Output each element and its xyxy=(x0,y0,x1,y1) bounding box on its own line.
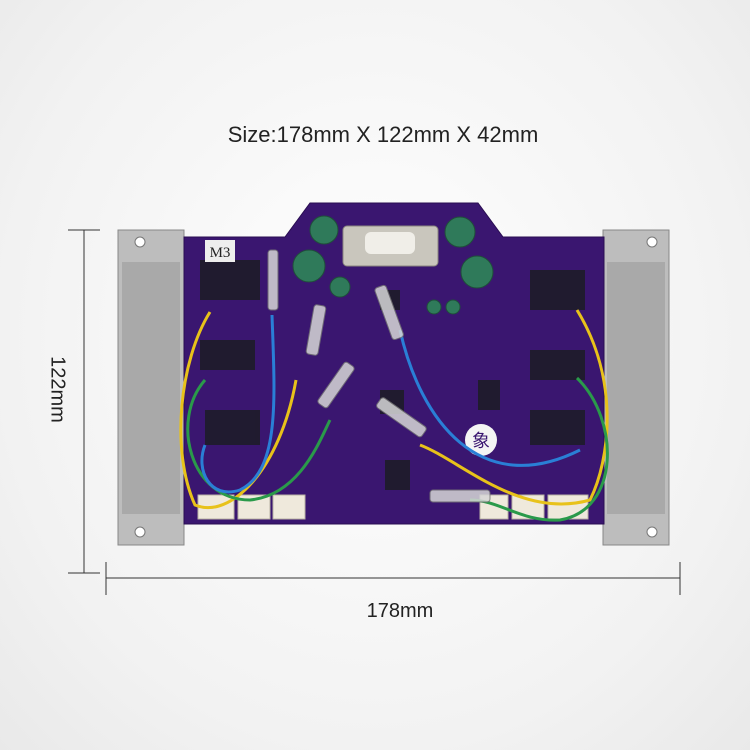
yellow-wire-left xyxy=(179,311,298,510)
capacitors xyxy=(292,215,494,315)
svg-text:象: 象 xyxy=(472,431,490,451)
pcb xyxy=(183,202,605,525)
green-wire-right xyxy=(469,376,609,522)
logo-mark xyxy=(465,424,497,456)
blue-wire-left xyxy=(200,314,276,494)
height-dimension-line xyxy=(68,229,100,574)
left-heatsink xyxy=(117,229,185,546)
blue-wire-right xyxy=(398,329,581,467)
size-caption: Size:178mm X 122mm X 42mm xyxy=(227,122,539,147)
board-model-label: M3 xyxy=(210,245,231,261)
green-wire-left xyxy=(186,379,332,502)
width-dimension-label: 178mm xyxy=(366,600,434,622)
height-dimension-label: 122mm xyxy=(46,356,69,423)
right-heatsink xyxy=(602,229,670,546)
yellow-wire-right xyxy=(419,309,609,506)
width-dimension-line xyxy=(105,562,681,595)
